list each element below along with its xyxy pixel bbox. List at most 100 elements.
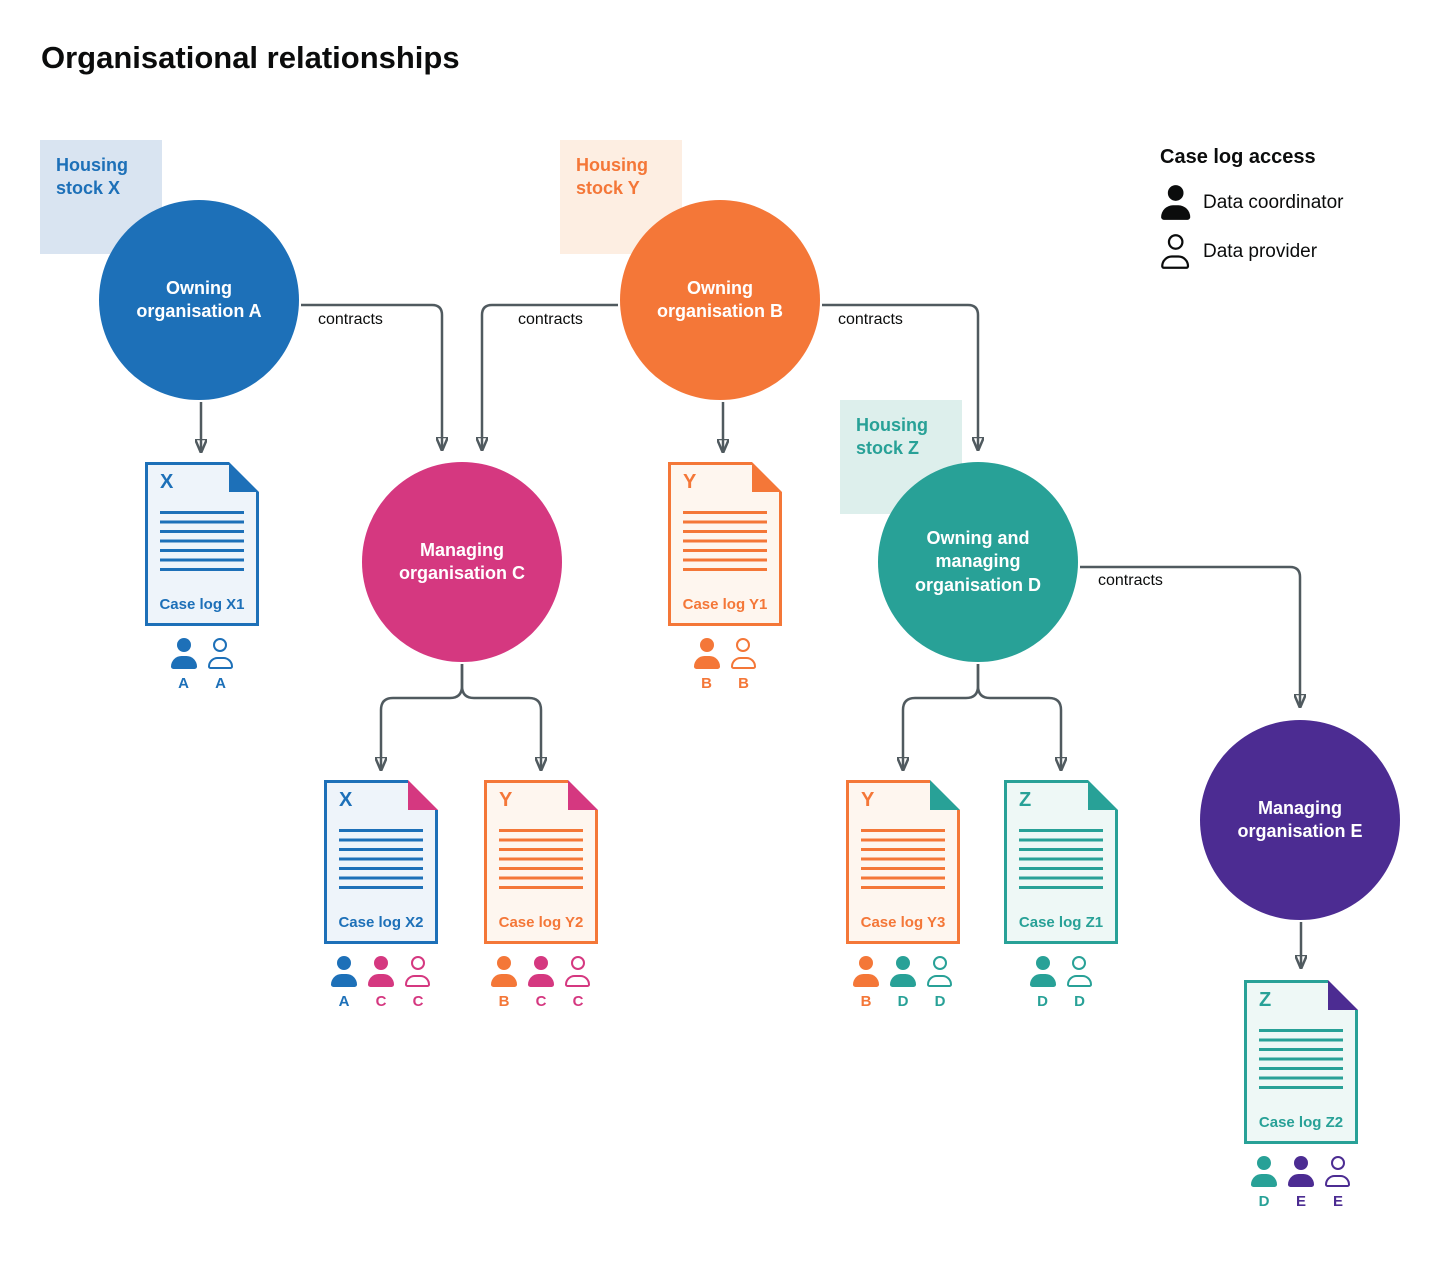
access-org-letter: D [1258,1193,1270,1210]
person-filled-icon [1160,185,1191,220]
folded-corner-icon [229,462,259,492]
arrow-org-c-to-case-log-y2 [460,664,541,768]
doc-label: Case log Y1 [682,596,768,613]
person-filled-icon [527,956,555,987]
doc-label: Case log Z2 [1258,1114,1344,1131]
access-provider: C [404,956,432,1010]
access-coordinator: B [490,956,518,1010]
person-filled-icon [367,956,395,987]
arrow-org-d-to-org-e [1080,565,1300,705]
person-outline-icon [207,638,235,669]
person-outline-icon [1160,234,1191,269]
doc-text-lines [339,829,423,889]
legend-item-data-provider: Data provider [1160,234,1430,269]
person-filled-icon [852,956,880,987]
arrow-org-b-to-org-d [822,303,978,448]
case-log-y3-access: B D D [846,956,960,1010]
doc-text-lines [861,829,945,889]
access-coordinator: D [889,956,917,1010]
person-filled-icon [490,956,518,987]
access-coordinator: E [1287,1156,1315,1210]
arrow-org-d-to-case-log-z1 [976,664,1061,768]
access-org-letter: D [934,993,946,1010]
access-provider: C [564,956,592,1010]
case-log-x2-doc: X Case log X2 [324,780,438,944]
folded-corner-icon [930,780,960,810]
case-log-z1-access: D D [1004,956,1118,1010]
access-coordinator: B [693,638,721,692]
access-provider: B [730,638,758,692]
case-log-y1-doc: Y Case log Y1 [668,462,782,626]
access-org-letter: A [215,675,226,692]
person-filled-icon [1287,1156,1315,1187]
case-log-x2-access: A C C [324,956,438,1010]
access-org-letter: B [860,993,872,1010]
person-filled-icon [1029,956,1057,987]
folded-corner-icon [1328,980,1358,1010]
case-log-z2-access: D E E [1244,1156,1358,1210]
case-log-z1-doc: Z Case log Z1 [1004,780,1118,944]
doc-label: Case log X1 [159,596,245,613]
contracts-label-d-e: contracts [1098,572,1163,589]
legend-item-label: Data provider [1203,240,1318,262]
folded-corner-icon [1088,780,1118,810]
doc-letter: X [160,471,174,493]
housing-stock-z-tag: Housing stock Z [840,400,962,514]
contracts-label-b-d: contracts [838,311,903,328]
access-coordinator: C [367,956,395,1010]
access-coordinator: D [1250,1156,1278,1210]
access-org-letter: E [1332,1193,1343,1210]
access-coordinator: A [170,638,198,692]
access-org-letter: B [701,675,712,692]
legend-item-data-coordinator: Data coordinator [1160,185,1430,220]
person-outline-icon [730,638,758,669]
doc-letter: Y [499,789,513,811]
case-log-y2-doc: Y Case log Y2 [484,780,598,944]
doc-letter: Z [1019,789,1032,811]
access-org-letter: C [572,993,584,1010]
person-outline-icon [564,956,592,987]
case-log-y1-access: B B [668,638,782,692]
org-c-circle: Managing organisation C [362,462,562,662]
access-org-letter: C [412,993,424,1010]
folded-corner-icon [752,462,782,492]
person-filled-icon [330,956,358,987]
access-org-letter: D [1074,993,1085,1010]
doc-label: Case log Z1 [1018,914,1104,931]
access-org-letter: C [375,993,387,1010]
access-org-letter: B [498,993,510,1010]
doc-text-lines [1019,829,1103,889]
legend-heading: Case log access [1160,146,1316,168]
access-coordinator: C [527,956,555,1010]
org-b-circle: Owning organisation B [620,200,820,400]
person-outline-icon [1066,956,1094,987]
case-log-x1-access: A A [145,638,259,692]
doc-letter: Z [1259,989,1272,1011]
access-org-letter: A [338,993,350,1010]
doc-text-lines [1259,1029,1343,1089]
org-d-circle: Owning and managing organisation D [878,462,1078,662]
legend-item-label: Data coordinator [1203,191,1344,213]
access-coordinator: B [852,956,880,1010]
access-provider: D [1066,956,1094,1010]
access-provider: E [1324,1156,1352,1210]
page-title: Organisational relationships [41,40,460,75]
person-filled-icon [1250,1156,1278,1187]
access-org-letter: C [535,993,547,1010]
arrow-org-a-to-org-c [301,303,442,448]
case-log-x1-doc: X Case log X1 [145,462,259,626]
arrow-org-d-to-case-log-y3 [903,664,980,768]
person-filled-icon [693,638,721,669]
access-org-letter: D [1037,993,1048,1010]
folded-corner-icon [568,780,598,810]
access-coordinator: D [1029,956,1057,1010]
person-filled-icon [889,956,917,987]
doc-letter: Y [861,789,875,811]
folded-corner-icon [408,780,438,810]
person-outline-icon [926,956,954,987]
case-log-y3-doc: Y Case log Y3 [846,780,960,944]
doc-label: Case log Y3 [860,914,946,931]
access-provider: D [926,956,954,1010]
access-org-letter: E [1295,1193,1306,1210]
